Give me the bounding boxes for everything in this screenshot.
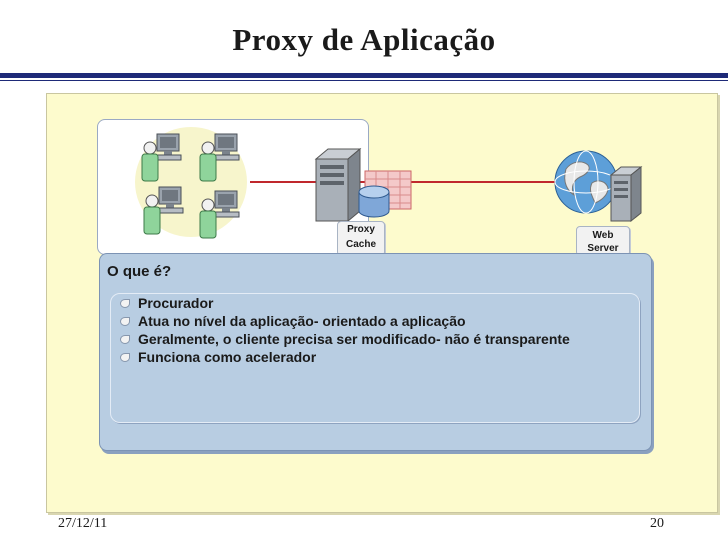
proxy-cache-label: Proxy Cache xyxy=(337,221,385,256)
list-item-text: Funciona como acelerador xyxy=(138,349,317,365)
bullet-list-box xyxy=(110,293,640,423)
list-item: Funciona como acelerador xyxy=(118,348,570,366)
proxy-label-line: Proxy xyxy=(347,224,375,235)
web-label-line: Server xyxy=(587,243,619,254)
client-workstation-icon xyxy=(199,190,240,239)
client-workstation-icon xyxy=(199,133,240,182)
bullet-icon xyxy=(120,353,130,362)
list-item-text: Geralmente, o cliente precisa ser modifi… xyxy=(138,331,570,347)
list-item-text: Atua no nível da aplicação- orientado a … xyxy=(138,313,466,329)
list-item: Atua no nível da aplicação- orientado a … xyxy=(118,312,570,330)
client-workstation-icon xyxy=(143,186,184,235)
bullet-icon xyxy=(120,335,130,344)
proxy-label-line: Cache xyxy=(345,239,376,250)
list-item: Geralmente, o cliente precisa ser modifi… xyxy=(118,330,570,348)
web-server-icon xyxy=(609,165,643,223)
web-server-label: Web Server xyxy=(576,226,630,256)
bullet-list: Procurador Atua no nível da aplicação- o… xyxy=(118,294,570,366)
slide-title: Proxy de Aplicação xyxy=(232,22,496,57)
bullet-icon xyxy=(120,317,130,326)
cache-database-icon xyxy=(358,185,390,218)
list-item-text: Procurador xyxy=(138,295,214,311)
slide-date: 27/12/11 xyxy=(58,516,108,531)
title-rule-thick xyxy=(0,73,728,78)
list-item: Procurador xyxy=(118,294,570,312)
bullet-icon xyxy=(120,299,130,308)
client-workstation-icon xyxy=(141,133,182,182)
info-heading: O que é? xyxy=(107,263,172,280)
slide-page-number: 20 xyxy=(650,516,664,531)
web-label-line: Web xyxy=(592,230,614,241)
globe-icon xyxy=(554,150,618,214)
title-rule-thin xyxy=(0,80,728,81)
